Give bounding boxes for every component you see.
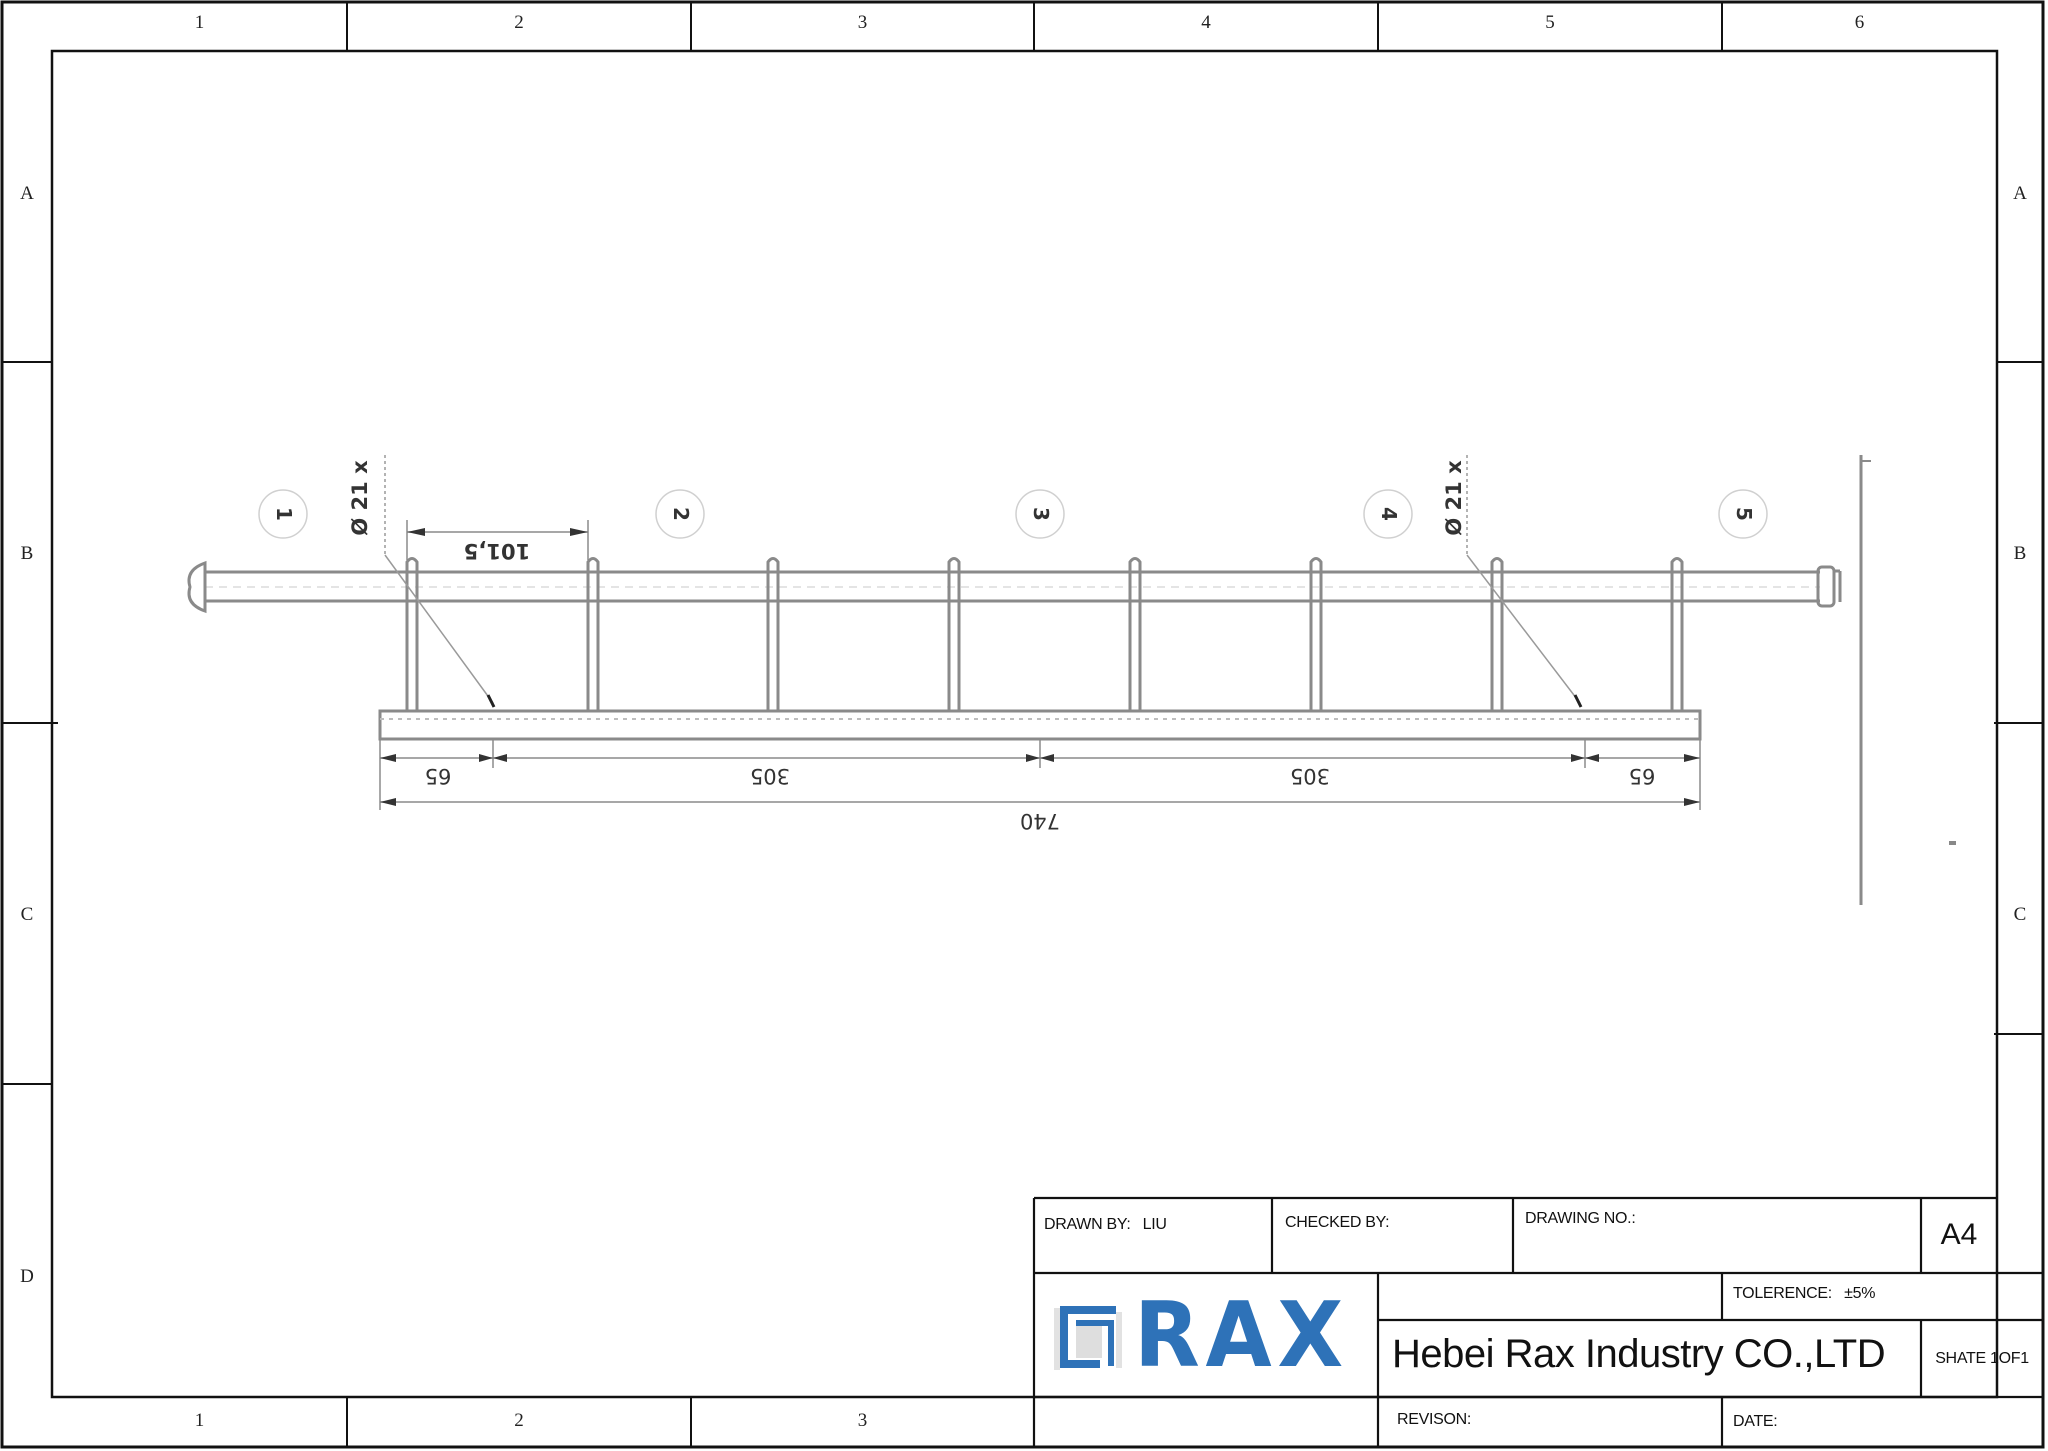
- column-label-6: 6: [1854, 12, 1865, 33]
- row-label-right-b: B: [2013, 543, 2027, 564]
- column-label-2: 2: [514, 12, 524, 33]
- bottom-column-label-1: 1: [194, 1410, 205, 1431]
- drawn-by-label: DRAWN BY:: [1044, 1216, 1131, 1233]
- tolerance: TOLERENCE: ±5%: [1733, 1285, 1875, 1303]
- dimension-end-left: 65: [424, 764, 452, 788]
- company-name: Hebei Rax Industry CO.,LTD: [1392, 1332, 1886, 1376]
- dimension-span-left: 305: [749, 764, 791, 788]
- dimension-pitch: 101,5: [463, 539, 531, 563]
- tolerance-label: TOLERENCE:: [1733, 1285, 1832, 1302]
- rax-logo-mark-icon: [1054, 1306, 1122, 1370]
- revision-label: REVISON:: [1397, 1411, 1472, 1428]
- drawn-by-value: LIU: [1142, 1216, 1167, 1233]
- bottom-column-label-2: 2: [514, 1410, 524, 1431]
- balloon-1: 1: [272, 507, 296, 521]
- balloon-5: 5: [1732, 507, 1756, 521]
- column-label-3: 3: [857, 12, 868, 33]
- column-label-1: 1: [194, 12, 205, 33]
- column-label-4: 4: [1201, 12, 1211, 33]
- row-label-left-a: A: [20, 183, 34, 204]
- row-label-right-c: C: [2013, 904, 2027, 925]
- row-label-right-a: A: [2013, 183, 2027, 204]
- balloon-3: 3: [1029, 507, 1053, 521]
- balloon-2: 2: [669, 507, 693, 521]
- sheet-number: SHATE 1OF1: [1935, 1350, 2029, 1367]
- checked-by-label: CHECKED BY:: [1285, 1214, 1390, 1231]
- dimension-span-right: 305: [1289, 764, 1331, 788]
- drawing-no-label: DRAWING NO.:: [1525, 1210, 1636, 1227]
- balloon-4: 4: [1377, 507, 1401, 521]
- dimension-end-right: 65: [1628, 764, 1656, 788]
- tolerance-value: ±5%: [1844, 1285, 1876, 1302]
- diameter-note-right: Ø 21 x: [1442, 460, 1466, 536]
- rax-logo-text: RAX: [1134, 1283, 1350, 1388]
- row-label-left-c: C: [20, 904, 34, 925]
- row-label-left-d: D: [20, 1266, 34, 1287]
- drawn-by: DRAWN BY: LIU: [1044, 1216, 1167, 1234]
- bottom-column-label-3: 3: [857, 1410, 868, 1431]
- diameter-note-left: Ø 21 x: [348, 460, 372, 536]
- paper-size: A4: [1940, 1218, 1978, 1251]
- row-label-left-b: B: [20, 543, 34, 564]
- column-label-5: 5: [1545, 12, 1555, 33]
- dimension-overall: 740: [1019, 809, 1061, 833]
- rax-logo: RAX: [1054, 1290, 1376, 1382]
- date-label: DATE:: [1733, 1413, 1778, 1430]
